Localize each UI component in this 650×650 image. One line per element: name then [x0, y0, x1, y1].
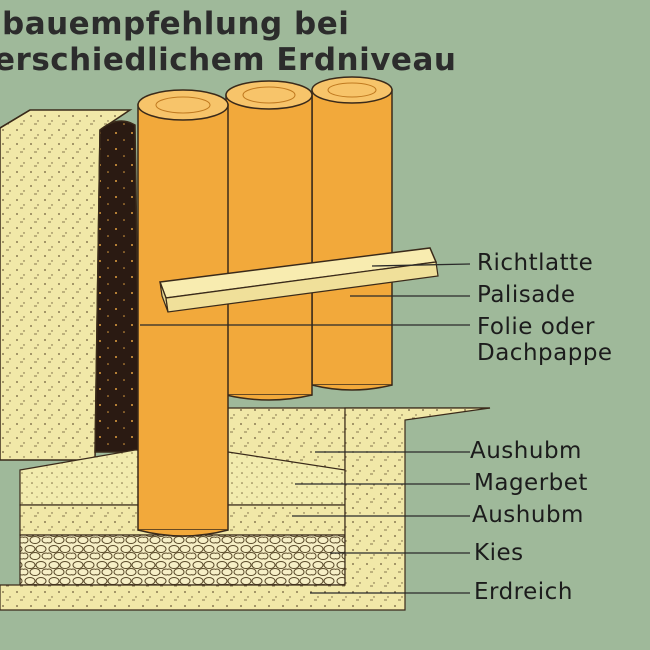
label-kies: Kies: [474, 540, 524, 566]
label-dachpappe: Dachpappe: [477, 340, 613, 366]
richtlatte-batten: [158, 247, 439, 313]
leader-lines: [292, 263, 471, 594]
label-aushub-lower: Aushubm: [472, 502, 584, 528]
palisade-posts: [137, 76, 393, 537]
label-palisade: Palisade: [477, 282, 576, 308]
label-richtlatte: Richtlatte: [477, 250, 594, 276]
title-line-1: bauempfehlung bei: [2, 6, 350, 42]
label-folie: Folie oder: [477, 314, 596, 340]
label-erdreich: Erdreich: [474, 579, 573, 605]
kies-layer: [19, 534, 346, 586]
title-line-2: erschiedlichem Erdniveau: [0, 42, 457, 78]
label-magerbeton: Magerbet: [474, 470, 588, 496]
dark-backfill: [94, 120, 141, 453]
erdreich-layer: [0, 407, 491, 611]
label-aushub-upper: Aushubm: [470, 438, 582, 464]
